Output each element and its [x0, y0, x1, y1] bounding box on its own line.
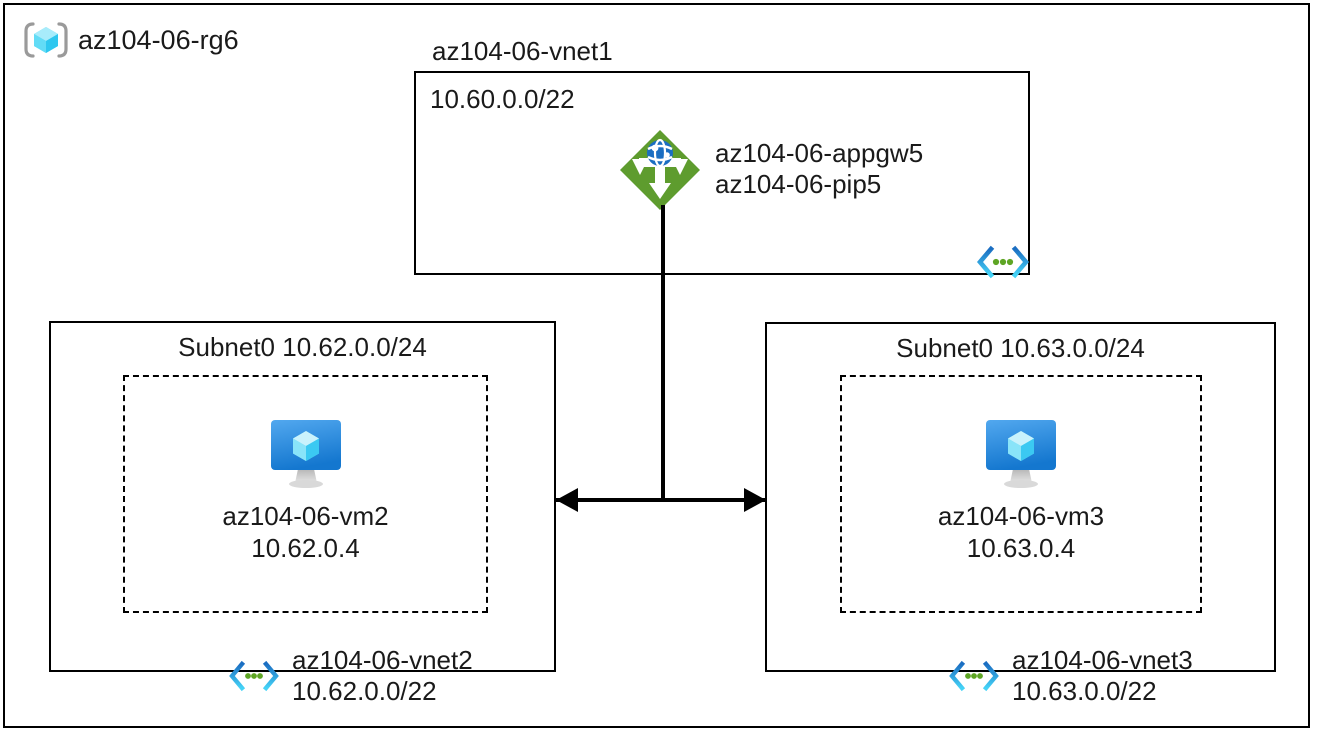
virtual-network-icon: [946, 659, 1002, 693]
vnet3-name: az104-06-vnet3: [1012, 645, 1193, 675]
subnet-left-box: [49, 321, 556, 672]
vm-left-name: az104-06-vm2: [222, 501, 389, 531]
application-gateway-labels: az104-06-appgw5 az104-06-pip5: [715, 138, 923, 201]
subnet-right-title: Subnet0 10.63.0.0/24: [896, 333, 1145, 363]
vnet1-box: [414, 71, 1030, 275]
virtual-network-icon: [975, 245, 1031, 279]
resource-group-name: az104-06-rg6: [78, 24, 239, 55]
subnet-left-title: Subnet0 10.62.0.0/24: [178, 332, 427, 362]
public-ip-name: az104-06-pip5: [715, 169, 882, 199]
subnet-right-box: [765, 322, 1276, 672]
peering-arrow-head-right: [744, 488, 766, 512]
resource-group-frame: [3, 3, 1310, 728]
application-gateway-group[interactable]: az104-06-appgw5 az104-06-pip5: [617, 127, 923, 213]
vnet2-footer-group[interactable]: az104-06-vnet2 10.62.0.0/22: [226, 645, 473, 706]
vm-right-ip: 10.63.0.4: [966, 532, 1076, 563]
vnet2-labels: az104-06-vnet2 10.62.0.0/22: [292, 645, 473, 706]
vnet3-labels: az104-06-vnet3 10.63.0.0/22: [1012, 645, 1193, 706]
vm-right-group[interactable]: az104-06-vm3 10.63.0.4: [840, 415, 1202, 564]
peering-connector-line: [556, 498, 766, 502]
vm-left-dashed-boundary: [123, 375, 488, 613]
virtual-machine-icon: [266, 415, 346, 491]
vnet2-name: az104-06-vnet2: [292, 645, 473, 675]
vm-left-caption: az104-06-vm2 10.62.0.4: [222, 501, 388, 564]
resource-group-cube-icon: [24, 20, 68, 60]
vnet3-footer-group[interactable]: az104-06-vnet3 10.63.0.0/22: [946, 645, 1193, 706]
vm-right-caption: az104-06-vm3 10.63.0.4: [938, 501, 1104, 564]
peering-arrow-head-left: [556, 488, 578, 512]
vm-left-group[interactable]: az104-06-vm2 10.62.0.4: [123, 415, 488, 564]
vnet1-title: az104-06-vnet1: [432, 36, 613, 66]
application-gateway-name: az104-06-appgw5: [715, 138, 924, 169]
gateway-connector-line: [661, 205, 665, 501]
virtual-machine-icon: [981, 415, 1061, 491]
vm-right-name: az104-06-vm3: [937, 501, 1105, 531]
vm-left-ip: 10.62.0.4: [251, 532, 360, 563]
application-gateway-icon: [617, 127, 703, 213]
vnet3-cidr: 10.63.0.0/22: [1012, 675, 1157, 706]
virtual-network-icon: [226, 659, 282, 693]
resource-group-header: az104-06-rg6: [24, 20, 239, 60]
vm-right-dashed-boundary: [840, 375, 1202, 613]
vnet1-cidr: 10.60.0.0/22: [430, 84, 575, 114]
vnet2-cidr: 10.62.0.0/22: [292, 675, 437, 706]
